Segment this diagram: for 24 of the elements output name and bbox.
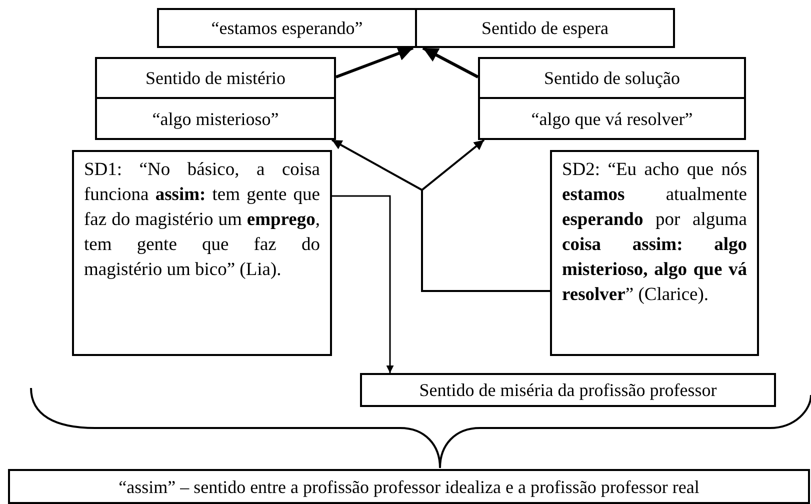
text-box — [360, 373, 776, 407]
box-label: “algo misterioso” — [152, 108, 279, 130]
box-label: Sentido de solução — [544, 67, 680, 89]
text-box — [415, 8, 675, 48]
arrow — [332, 195, 394, 373]
quote-box — [550, 150, 759, 356]
arrow — [421, 139, 550, 292]
arrow — [422, 46, 479, 78]
arrow — [335, 46, 414, 78]
box-label: “algo que vá resolver” — [531, 108, 693, 130]
text-box — [95, 57, 336, 99]
text-box — [8, 469, 810, 504]
box-label: Sentido de mistério — [146, 67, 286, 89]
box-label: “assim” – sentido entre a profissão professor idealiza e a profissão professor real — [118, 476, 700, 498]
text-box — [478, 57, 746, 99]
text-box — [157, 8, 417, 48]
box-label: Sentido de espera — [482, 17, 608, 39]
text-box — [478, 97, 746, 140]
quote-box — [72, 150, 332, 356]
quote-text: SD1: “No básico, a coisa funciona assim: tem gente que faz do magistério um emprego, tem gente que faz do magistério um bico” (Lia). — [84, 159, 320, 282]
box-label: Sentido de miséria da profissão professor — [419, 379, 717, 401]
box-label: “estamos esperando” — [211, 17, 363, 39]
quote-text: SD2: “Eu acho que nós estamos atualmente esperando por alguma coisa assim: algo misterioso, algo que vá resolver” (Clarice). — [562, 159, 747, 307]
text-box — [95, 97, 336, 140]
